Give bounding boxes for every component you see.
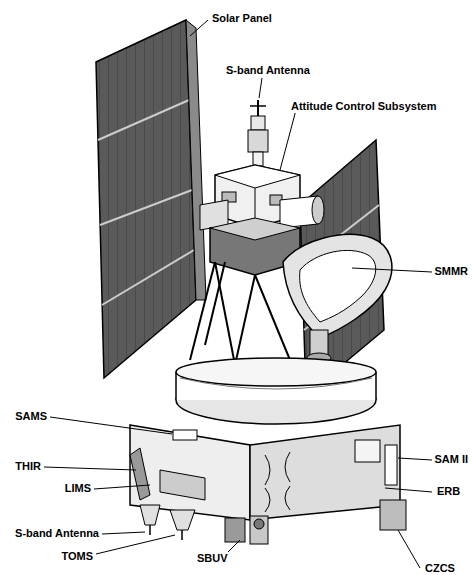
part-label: THIR bbox=[14, 460, 42, 473]
part-label: CZCS bbox=[424, 562, 456, 575]
part-label: Attitude Control Subsystem bbox=[290, 100, 437, 113]
solar-panel-left bbox=[96, 20, 206, 378]
part-label: SAMS bbox=[14, 410, 48, 423]
part-label: SBUV bbox=[196, 552, 229, 565]
smmr-dish bbox=[283, 234, 392, 363]
part-label: SMMR bbox=[433, 265, 469, 278]
part-label: LIMS bbox=[64, 482, 92, 495]
part-label: ERB bbox=[436, 485, 461, 498]
solar-panel-right bbox=[300, 140, 384, 395]
part-label: S-band Antenna bbox=[14, 527, 100, 540]
part-label: S-band Antenna bbox=[225, 64, 311, 77]
antenna-mast bbox=[248, 100, 268, 166]
part-label: SAM II bbox=[433, 453, 469, 466]
part-label: Solar Panel bbox=[211, 12, 273, 25]
sensor-module bbox=[130, 425, 406, 530]
part-label: TOMS bbox=[60, 550, 94, 563]
sensory-ring bbox=[176, 358, 376, 424]
bottom-instruments bbox=[140, 505, 268, 544]
